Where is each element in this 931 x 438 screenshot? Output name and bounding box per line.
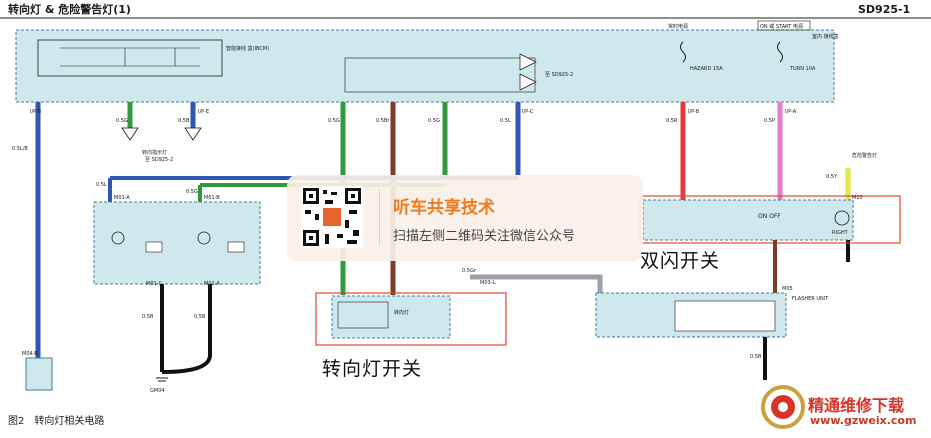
left-lamp-icon [111,231,125,245]
fuse-on-label: ON 或 START 电源 [760,23,803,30]
bus-driver-icon [519,73,537,91]
bus-driver-icon [519,53,537,71]
hazard-switch-onoff: ON OFF [758,213,781,220]
wire-label: 0.5G [116,118,128,124]
bus-label: 至 SD925-2 [545,72,573,78]
indicator-arrow-icon [121,127,139,141]
turn-fuse-label: TURN 10A [789,66,816,72]
left-arrow-icon [145,241,163,253]
site-logo: 精通维修下载 www.gzweix.com [760,372,928,434]
connector-label: M01-C [146,281,162,287]
led-label: RIGHT [832,230,849,236]
wire-label: 0.5Gr [462,268,477,274]
logo-url: www.gzweix.com [810,414,917,427]
connector-label: M10 [852,195,863,201]
watermark-title: 听车共享技术 [393,198,495,218]
wire-label: 0.5L [500,118,511,124]
bcm-box [37,39,223,77]
hazard-fuse-label: HAZARD 15A [690,66,723,72]
indicator-arrow-icon [184,127,202,141]
logo-icon [761,385,805,429]
watermark-divider [379,189,380,245]
indicator-sd-label: 至 SD925-2 [145,157,173,163]
hazard-switch-annotation: 双闪开关 [640,250,721,272]
flasher-module [674,300,776,332]
wire-label: 0.5B [194,314,206,320]
qr-code-icon [301,186,363,248]
wire-label: 0.5G [428,118,440,124]
wire-label: 0.5G [186,189,198,195]
wire-label: 0.5B [178,118,190,124]
flasher-label: FLASHER UNIT [792,296,829,302]
indicator-label: 转向指示灯 [142,149,167,156]
connector-label: M03-L [480,280,495,286]
wire-label: 0.5Br [376,118,390,124]
wire-label: 0.5L/B [12,146,28,152]
connector-label: M01-A [114,195,130,201]
wire-label: 0.5P [764,118,775,124]
connector-label: I/P-E [198,109,209,115]
connector-label: I/P-B [30,109,42,115]
wire-label: 0.5L [96,182,107,188]
turn-switch-inner-label: 转向灯 [394,309,409,316]
header-bar [0,0,931,18]
connector-label: M04-B [22,351,38,357]
wire-label: 0.5R [666,118,678,124]
turn-switch-annotation: 转向灯开关 [322,358,423,380]
hazard-fuse-icon [680,41,686,63]
right-arrow-icon [227,241,245,253]
connector-label: I/P-C [522,109,534,115]
watermark-subtitle: 扫描左侧二维码关注微信公众号 [393,229,576,244]
figure-caption: 图2 转向灯相关电路 [8,416,105,427]
connector-label: I/P-A [785,109,797,115]
wire-label: 0.5Y [826,174,838,180]
connector-label: M05 [782,286,793,292]
watermark-panel: 听车共享技术 扫描左侧二维码关注微信公众号 [287,175,643,261]
connector-label: I/P-B [688,109,700,115]
hazard-lamp-icon [834,210,850,226]
hazard-switch-panel [642,199,854,241]
fuse-hot-label: 常时电源 [668,23,688,30]
right-lamp-icon [197,231,211,245]
wire-label: 0.5B [750,354,762,360]
turn-fuse-icon [777,41,783,63]
turn-switch-highlight [315,292,507,346]
header-title: 转向灯 & 危险警告灯(1) [8,2,131,16]
junction-label: 室内 接线盒 [812,33,839,40]
wire-label: 0.5B [142,314,154,320]
turn-switch-panel [331,295,451,339]
connector-label: M01-B [204,195,220,201]
bcm-label: 智能接线 盒(IBCM) [226,45,269,52]
header-code: SD925-1 [858,3,910,16]
wire-label: 0.5G [328,118,340,124]
wire-gray [470,274,603,293]
ground-label: GM04 [150,388,165,394]
left-component [25,357,53,391]
hazard-lamp-label: 危险警告灯 [852,152,877,159]
connector-label: M01-A [204,281,220,287]
logo-name: 精通维修下载 [808,396,905,415]
